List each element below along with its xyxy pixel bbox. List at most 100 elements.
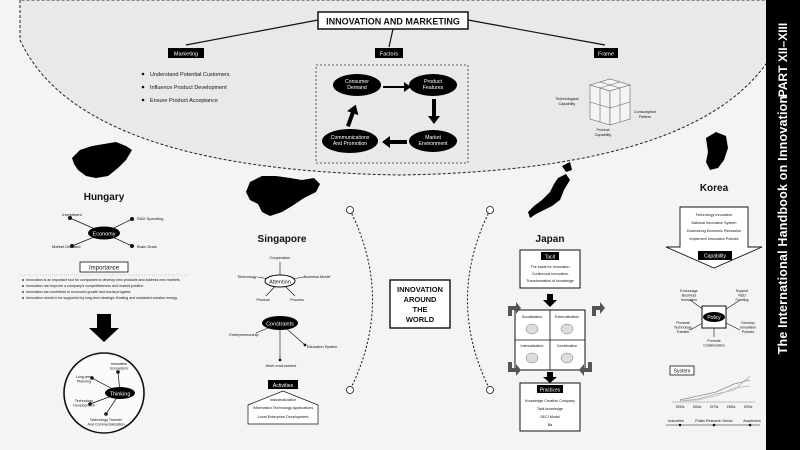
importance-item-3: Innovation can contribute to economic gr… [26,290,131,294]
product-features-node [409,74,457,96]
japan-arrow-1 [543,294,557,307]
consumer-demand-node [333,74,381,96]
singapore-map [246,176,320,216]
sector-academics: Academics [743,419,761,423]
seci-externalization: Externalization [555,315,579,319]
japan-arrow-2 [543,372,557,383]
economy-node-market: Market Demand [52,244,80,249]
japan-title: Japan [536,234,565,245]
japan-map [528,174,570,218]
center-title-line-2: AROUND [404,295,437,304]
funnel-item-1: Technology Innovation [696,213,733,217]
funnel-item-2: National Innovation System [692,221,737,225]
hungary-title: Hungary [84,192,125,203]
importance-item-4: Innovation needs to be supported by long… [26,296,177,300]
seci-internalization: Internalization [521,344,544,348]
part-label: PART XII–XIII [776,22,790,98]
center-title-line-3: THE [413,305,428,314]
attention-node [264,274,296,288]
importance-box [79,261,129,273]
funnel-item-4: Implement Innovation Policies [690,237,739,241]
constraint-node-work: Work environment [266,364,298,368]
activities-panel [247,390,319,425]
sector-industries: Industries [668,419,684,423]
capability-label: Capability [704,254,726,260]
activity-1: Industrialization [270,398,296,402]
seci-socialization: Socialization [522,315,543,319]
factors-frame [315,64,469,164]
seci-combination: Combination [557,344,578,348]
chart-x-1970s: 1970s [710,405,719,409]
attention-node-cooperation: Cooperation [270,256,291,260]
economy-node-investment: Investment [62,212,82,217]
marketing-label-box [168,48,204,58]
cycle-arrow-1 [383,82,411,92]
constraints-label: Constraints [266,322,294,328]
importance-item-1: Innovation is an important tool for comp… [26,278,180,282]
importance-label: Importance [89,266,120,272]
activity-3: Local Enterprise Development [258,415,310,419]
communications-node [322,129,378,153]
market-environment-node [409,130,457,152]
chart-x-1960s: 1960s [693,405,702,409]
frame-label-box [594,48,618,58]
tacit-label: Tacit [545,255,556,261]
korea-funnel [665,206,763,269]
thinking-label: Thinking [110,392,131,398]
economy-node-brain-drain: Brain Drain [137,244,157,249]
seci-arrow-tl [508,302,521,316]
korea-title: Korea [700,183,729,194]
practice-4: Ba [548,423,553,427]
center-title-line-4: WORLD [406,315,435,324]
constraints-node [262,316,298,330]
hungary-down-arrow [89,314,119,342]
frame-label: Frame [598,52,614,58]
economy-node-rd: R&D Spending [137,216,163,221]
chart-x-1990s: 1990s [744,405,753,409]
attention-label: Attention [269,280,291,286]
practices-label-box [537,385,563,393]
activities-label-box [268,380,298,389]
attention-node-process: Process [290,298,304,302]
left-dotted-arc [349,209,373,391]
constraint-node-entrepreneurship: Entrepreneurship [229,333,258,337]
marketing-label: Marketing [174,52,198,58]
thinking-node [105,387,135,399]
header-title: INNOVATION AND MARKETING [326,17,460,27]
seci-arrow-br [579,362,592,376]
economy-label: Economy [93,232,116,238]
tacit-label-box [541,252,559,260]
seci-arrow-bl [508,362,521,376]
constraint-node-education: Education System [307,345,338,349]
side-band [766,0,800,450]
book-title: The International Handbook on Innovation [776,95,790,355]
practices-label: Practices [540,388,561,394]
marketing-item-2: Influence Product Development [150,85,227,91]
practice-2: Tacit knowledge [537,407,563,411]
attention-node-technology: Technology [237,275,256,279]
system-label-box [669,365,695,376]
cycle-arrow-2 [428,99,440,124]
chart-x-1950s: 1950s [676,405,685,409]
practice-3: SECI Model [540,415,560,419]
activity-2: Information Technology Applications [253,406,314,410]
capability-label-box [698,251,732,260]
hungary-map [72,142,132,178]
importance-item-2: Innovation can improve a company's compe… [26,284,143,288]
sector-public-research: Public Research Sector [695,419,733,423]
marketing-item-3: Ensure Product Acceptance [150,98,218,104]
